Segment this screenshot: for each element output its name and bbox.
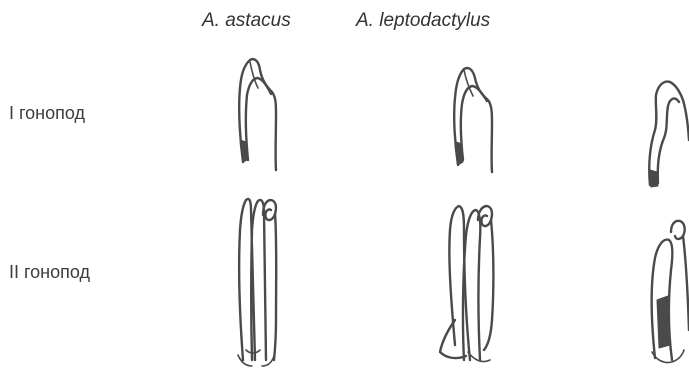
- gonopod-2-leptodactylus-drawing: [440, 206, 493, 362]
- gonopod-1-third-drawing: [649, 82, 689, 187]
- gonopod-1-astacus-drawing: [239, 59, 276, 170]
- gonopod-2-astacus-drawing: [238, 199, 276, 366]
- gonopod-2-third-drawing: [652, 221, 689, 363]
- gonopod-1-leptodactylus-drawing: [454, 68, 492, 172]
